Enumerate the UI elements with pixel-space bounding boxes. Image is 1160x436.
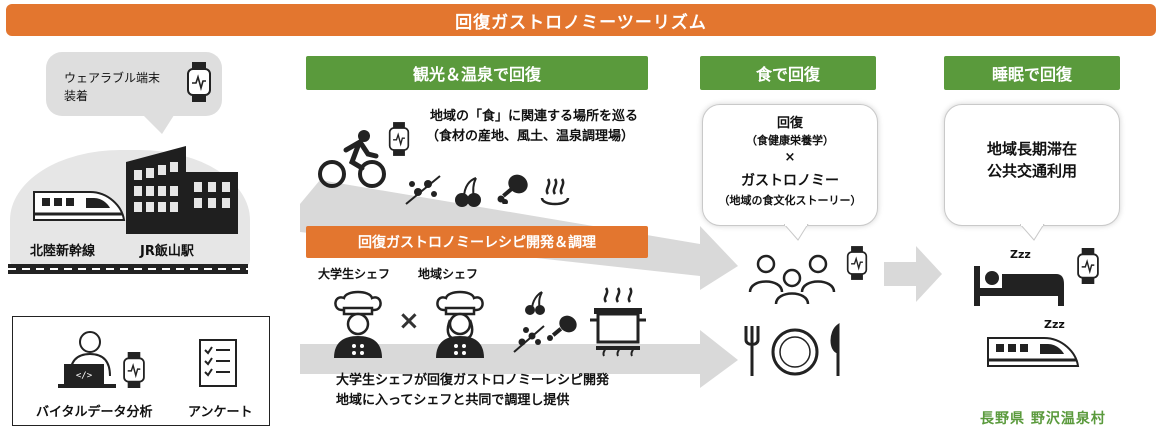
cherry-icon (455, 177, 481, 207)
svg-text:</>: </> (76, 371, 93, 381)
flow-arrow-right (884, 246, 942, 302)
station-label: JR飯山駅 (140, 244, 194, 259)
sightseeing-text-line2: （食材の産地、風土、温泉調理場） (426, 129, 635, 144)
smartwatch-icon (1077, 248, 1099, 284)
food-text-nutrition: （食健康栄養学） (746, 134, 834, 147)
student-chef-label: 大学生シェフ (318, 267, 391, 281)
chef-icon (334, 290, 382, 358)
food-bubble (702, 104, 878, 226)
smartwatch-icon (846, 246, 868, 280)
cooking-pot-icon (590, 287, 646, 357)
hot-spring-icon (540, 178, 570, 206)
ingredients-icon (513, 291, 577, 353)
sightseeing-text-line1: 地域の「食」に関連する場所を巡る (430, 109, 639, 124)
sleep-header: 睡眠で回復 (944, 56, 1120, 90)
page-title: 回復ガストロノミーツーリズム (6, 4, 1156, 36)
sleep-bubble (944, 104, 1120, 226)
local-chef-label: 地域シェフ (418, 267, 479, 281)
smartwatch-icon (123, 352, 145, 388)
wearable-text-line2: 装着 (64, 89, 89, 103)
recipe-desc-line1: 大学生シェフが回復ガストロノミーレシピ開発 (336, 373, 610, 388)
bed-sleep-icon (974, 266, 1064, 306)
flow-arrow-lower (300, 330, 738, 388)
group-people-icon (748, 254, 836, 305)
chef-icon (436, 290, 484, 358)
cherry-blossom-icon (405, 175, 441, 205)
food-text-recovery: 回復 (776, 116, 803, 131)
food-header: 食で回復 (700, 56, 876, 90)
shinkansen-label: 北陸新幹線 (30, 244, 96, 259)
food-text-cross: × (784, 150, 796, 165)
cutlery-plate-icon (744, 322, 840, 376)
collaboration-cross: × (398, 306, 420, 336)
bicycle-icon (318, 130, 386, 188)
survey-checklist-icon (199, 339, 237, 387)
smartwatch-icon (388, 122, 410, 156)
bubble-tail (784, 224, 809, 241)
recipe-desc-line2: 地域に入ってシェフと共同で調理し提供 (336, 393, 570, 408)
shinkansen-icon (987, 337, 1080, 367)
recipe-header: 回復ガストロノミーレシピ開発＆調理 (306, 226, 648, 258)
sleep-text-stay: 地域長期滞在 (986, 140, 1077, 158)
laptop-person-icon: </> (58, 331, 116, 388)
food-text-story: （地域の食文化ストーリー） (718, 194, 862, 207)
sightseeing-header: 観光＆温泉で回復 (306, 56, 648, 90)
vital-data-label: バイタルデータ分析 (36, 405, 153, 420)
sleep-zzz-bed: Zzz (1010, 248, 1031, 261)
smartwatch-icon (187, 62, 211, 102)
bubble-tail (140, 112, 176, 134)
shinkansen-icon (33, 191, 126, 221)
sleep-zzz-train: Zzz (1044, 318, 1065, 331)
survey-label: アンケート (188, 405, 253, 420)
railway-track (8, 264, 248, 274)
sleep-text-transport: 公共交通利用 (986, 162, 1077, 180)
brand-footer: 長野県 野沢温泉村 (980, 411, 1106, 427)
wearable-text-line1: ウェアラブル端末 (64, 71, 161, 85)
station-building-icon (126, 146, 238, 234)
bubble-tail (1020, 224, 1045, 241)
food-text-gastronomy: ガストロノミー (741, 173, 839, 189)
drumstick-icon (497, 174, 528, 204)
